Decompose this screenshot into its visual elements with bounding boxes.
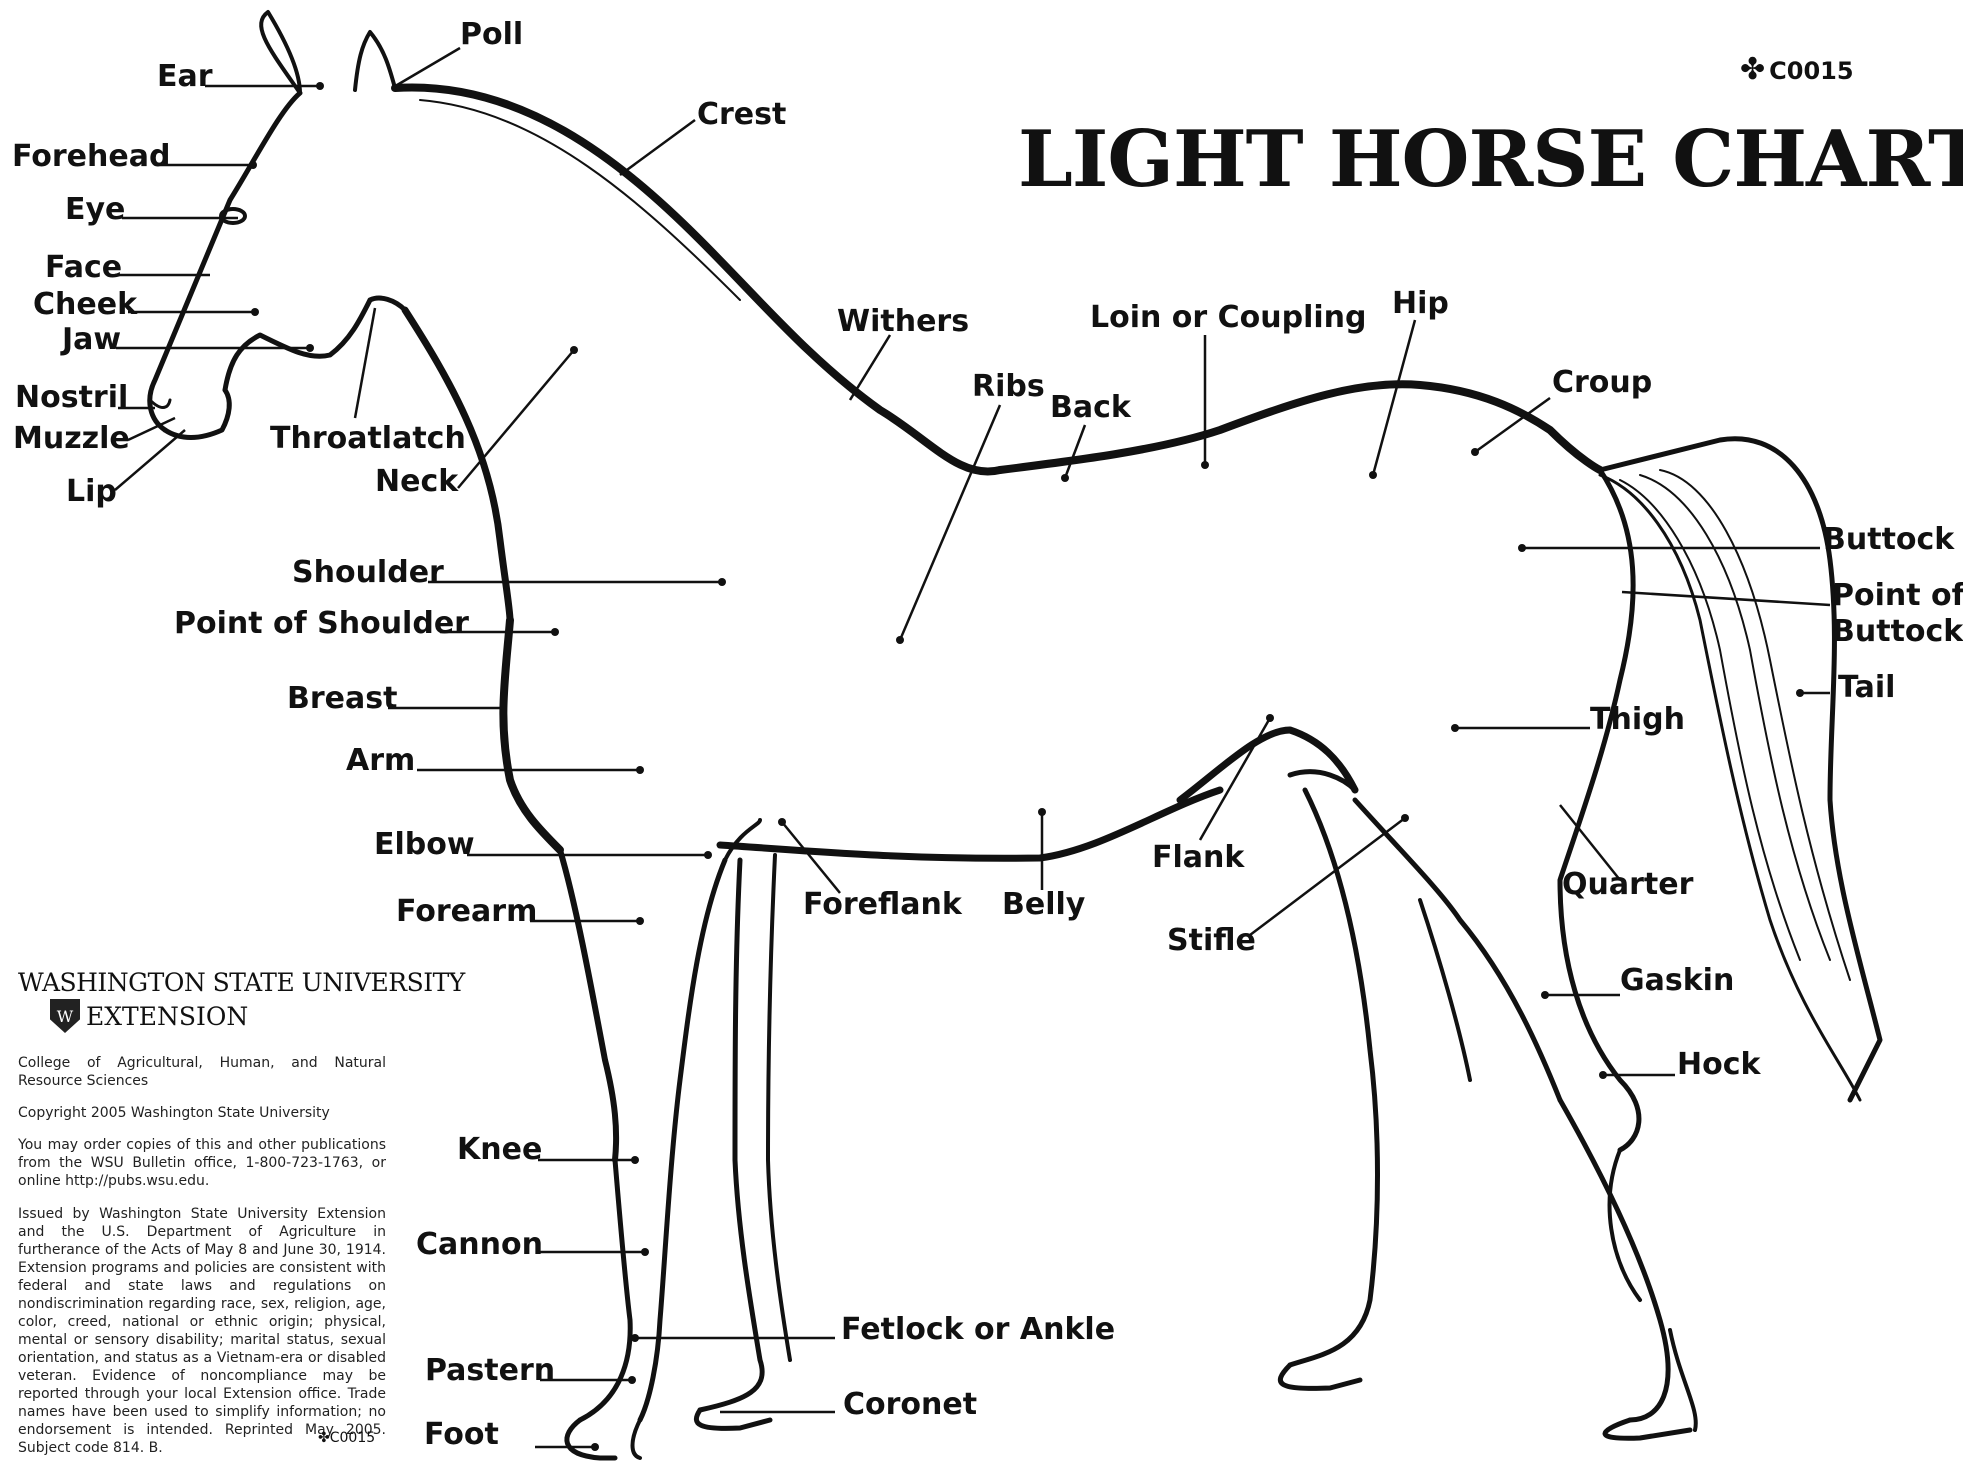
university-name: WASHINGTON STATE UNIVERSITY [18, 968, 465, 997]
label-hip: Hip [1392, 289, 1449, 319]
label-ear: Ear [157, 62, 213, 92]
wsu-logo: WASHINGTON STATE UNIVERSITY W EXTENSION [18, 968, 465, 1033]
label-foreflank: Foreflank [803, 890, 962, 920]
label-forehead: Forehead [12, 142, 170, 172]
label-arm: Arm [346, 746, 415, 776]
label-gaskin: Gaskin [1620, 966, 1734, 996]
label-nostril: Nostril [15, 383, 128, 413]
label-eye: Eye [65, 195, 125, 225]
label-hock: Hock [1677, 1050, 1760, 1080]
label-back: Back [1050, 393, 1131, 423]
label-jaw: Jaw [62, 325, 121, 355]
college-text: College of Agricultural, Human, and Natu… [18, 1054, 386, 1090]
label-muzzle: Muzzle [13, 424, 130, 454]
label-cannon: Cannon [416, 1230, 543, 1260]
label-thigh: Thigh [1590, 705, 1685, 735]
label-tail: Tail [1838, 673, 1895, 703]
label-neck: Neck [375, 467, 458, 497]
publication-code: ✤C0015 [1740, 52, 1854, 87]
label-knee: Knee [457, 1135, 542, 1165]
chart-title: LIGHT HORSE CHART [1018, 114, 1963, 205]
clover-icon: ✤ [318, 1430, 330, 1446]
label-point-of-buttocks: Point of Buttocks [1832, 578, 1963, 650]
label-shoulder: Shoulder [292, 558, 444, 588]
label-crest: Crest [697, 100, 786, 130]
label-stifle: Stifle [1167, 926, 1256, 956]
label-forearm: Forearm [396, 897, 537, 927]
label-elbow: Elbow [374, 830, 475, 860]
label-withers: Withers [837, 307, 969, 337]
label-loin: Loin or Coupling [1090, 303, 1367, 333]
label-pastern: Pastern [425, 1356, 555, 1386]
label-cheek: Cheek [33, 290, 137, 320]
label-point-of-shoulder: Point of Shoulder [174, 609, 469, 639]
shield-icon: W [50, 999, 80, 1033]
label-coronet: Coronet [843, 1390, 977, 1420]
label-lip: Lip [66, 477, 117, 507]
label-throatlatch: Throatlatch [270, 424, 466, 454]
clover-icon: ✤ [1740, 52, 1765, 87]
label-face: Face [45, 253, 122, 283]
label-flank: Flank [1152, 843, 1244, 873]
label-croup: Croup [1552, 368, 1652, 398]
label-buttock: Buttock [1823, 525, 1954, 555]
label-foot: Foot [424, 1420, 499, 1450]
copyright-text: Copyright 2005 Washington State Universi… [18, 1104, 386, 1122]
label-ribs: Ribs [972, 372, 1045, 402]
extension-name: EXTENSION [86, 1002, 248, 1031]
label-quarter: Quarter [1562, 870, 1693, 900]
order-text: You may order copies of this and other p… [18, 1136, 386, 1190]
label-breast: Breast [287, 684, 397, 714]
label-poll: Poll [460, 20, 523, 50]
label-belly: Belly [1002, 890, 1085, 920]
label-fetlock: Fetlock or Ankle [841, 1315, 1115, 1345]
legal-text: Issued by Washington State University Ex… [18, 1205, 386, 1457]
footer-code: ✤C0015 [318, 1430, 375, 1446]
